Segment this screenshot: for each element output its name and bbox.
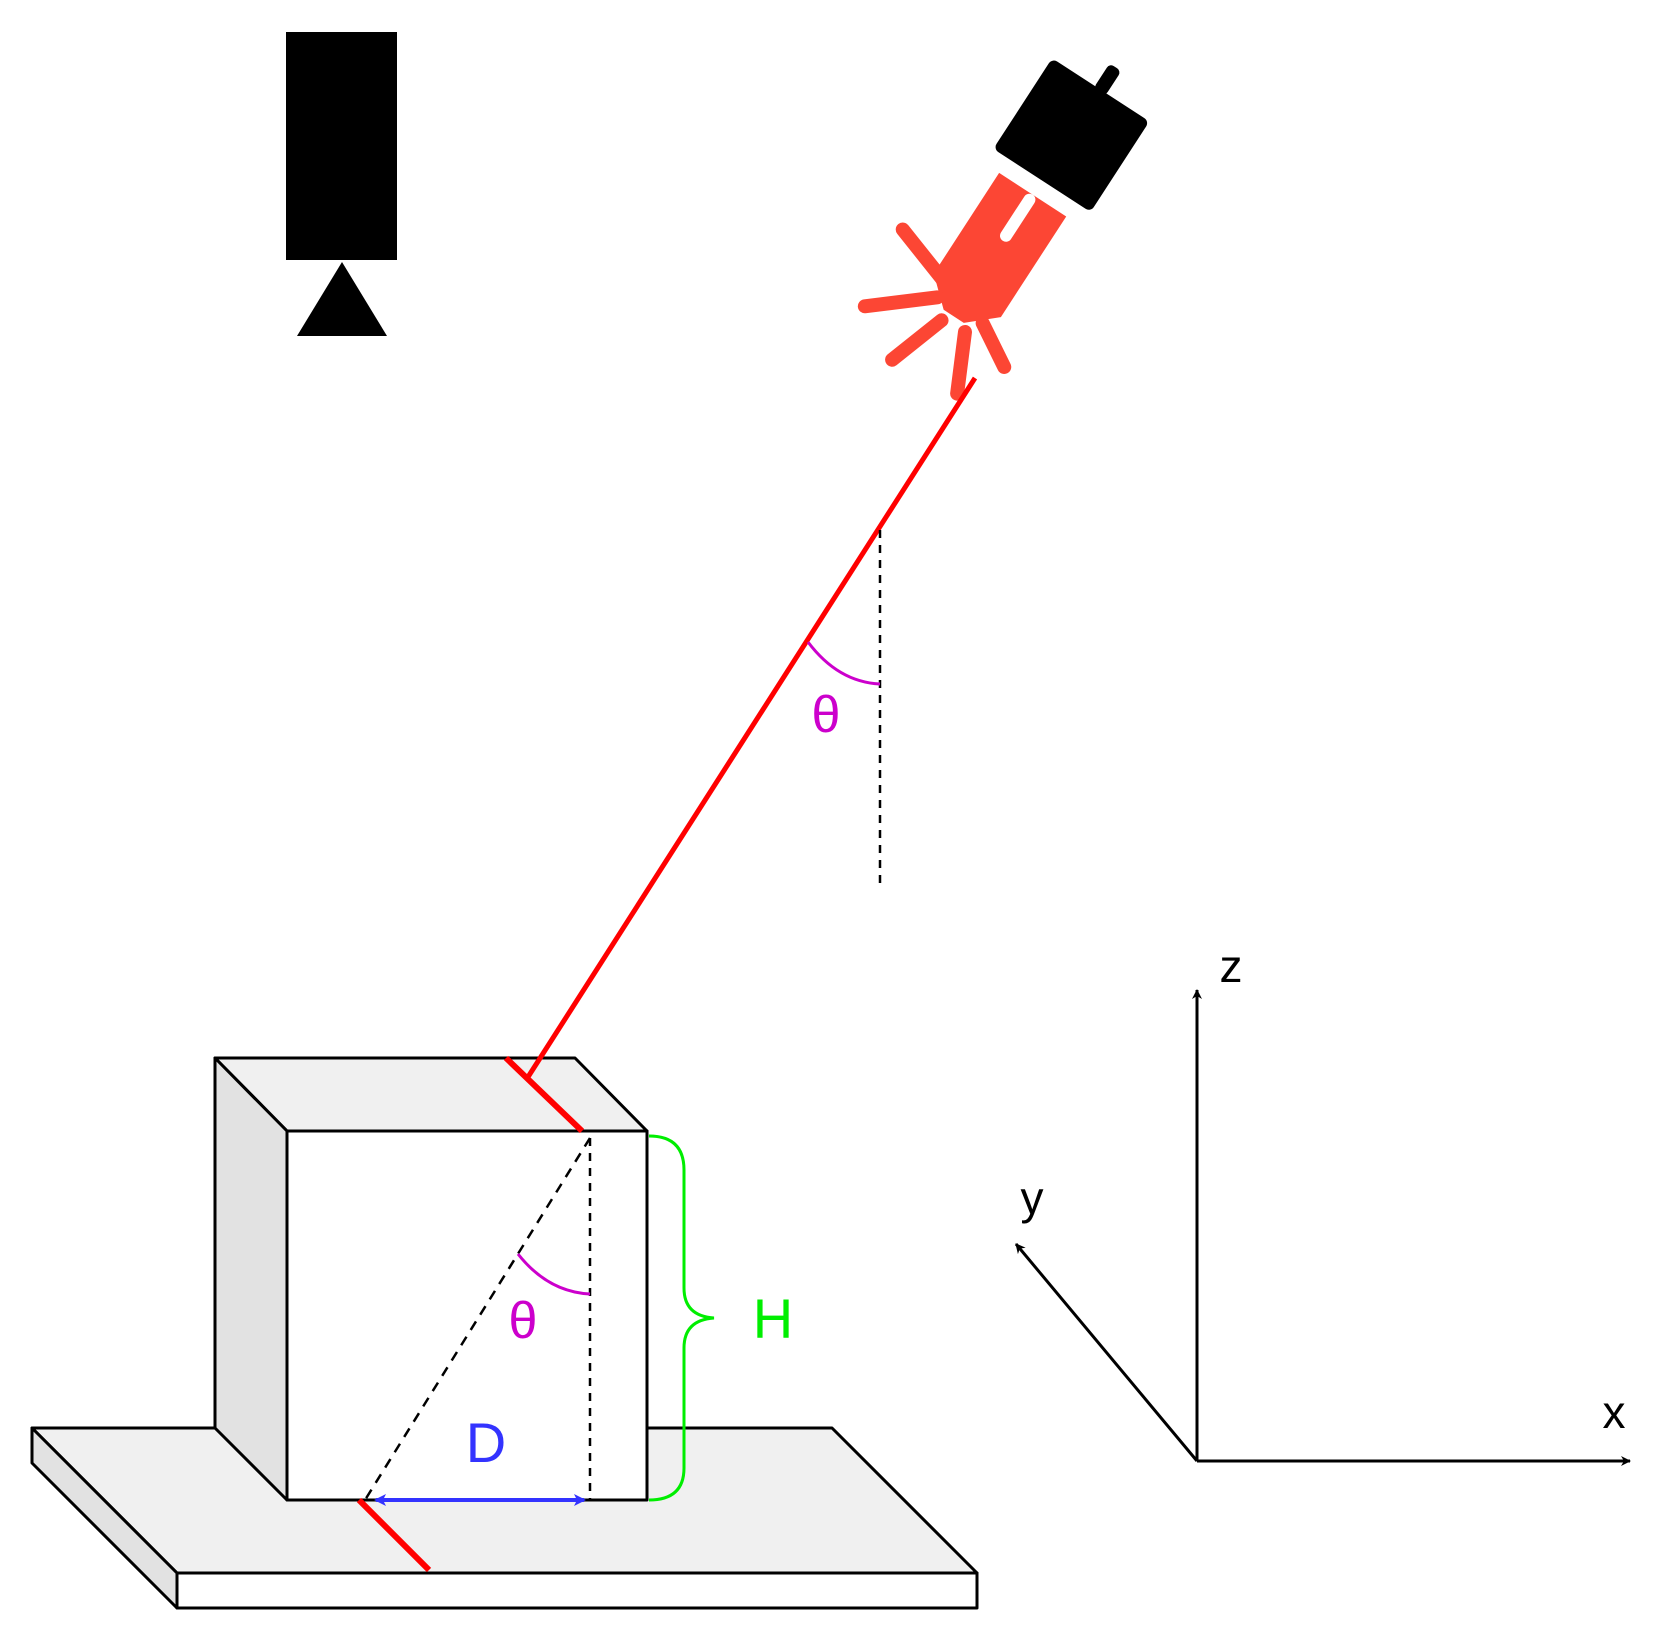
angle-arc-upper <box>806 641 881 686</box>
y-axis <box>1014 1243 1199 1462</box>
axis-x-label: x <box>1603 1386 1626 1438</box>
axis-y-label: y <box>1021 1172 1044 1224</box>
laser-beam <box>525 376 978 1079</box>
theta-label-upper: θ <box>812 686 841 744</box>
laser-pointer-icon <box>857 60 1148 401</box>
block <box>213 1056 649 1502</box>
theta-label-lower: θ <box>509 1292 538 1350</box>
angle-arc-lower <box>516 1253 591 1296</box>
laser-line-base <box>356 1497 432 1573</box>
axis-z-label: z <box>1220 940 1243 992</box>
laser-line-top <box>503 1055 585 1134</box>
height-label: H <box>753 1287 793 1350</box>
camera-icon <box>286 32 397 336</box>
distance-label: D <box>466 1411 506 1474</box>
height-brace <box>648 1134 715 1502</box>
coordinate-axes <box>1014 989 1631 1466</box>
